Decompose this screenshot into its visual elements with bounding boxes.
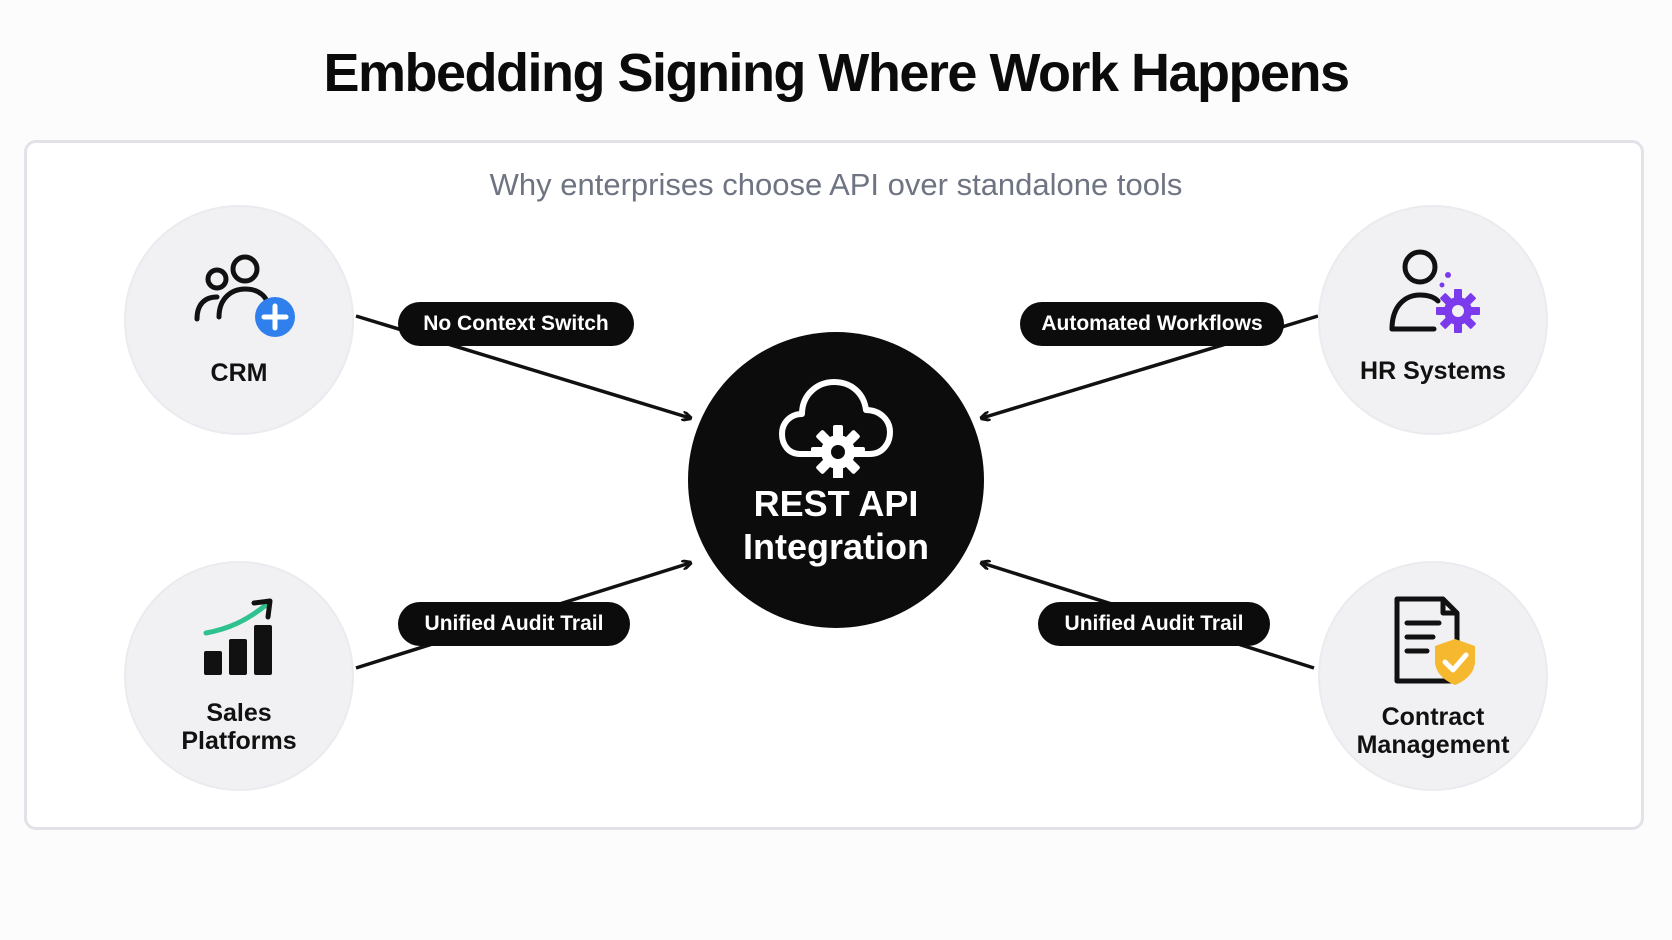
contract-management-label-line1: Contract: [1381, 703, 1485, 731]
hr-systems-node[interactable]: HR Systems: [1320, 207, 1546, 433]
hub-label: REST API Integration: [688, 482, 984, 568]
user-gear-icon: [1389, 249, 1480, 333]
connector-label-hr: Automated Workflows: [1020, 302, 1284, 346]
contract-management-node[interactable]: Contract Management: [1320, 563, 1546, 789]
cloud-gear-icon: [779, 379, 893, 478]
diagram-subtitle: Why enterprises choose API over standalo…: [489, 167, 1183, 202]
connector-label-sales: Unified Audit Trail: [398, 602, 630, 646]
connector-label-crm: No Context Switch: [398, 302, 634, 346]
contract-management-label-line2: Management: [1356, 731, 1510, 759]
crm-node[interactable]: CRM: [126, 207, 352, 433]
connector-label-contract: Unified Audit Trail: [1038, 602, 1270, 646]
sales-platforms-label-line2: Platforms: [181, 727, 297, 755]
bar-chart-growth-icon: [203, 598, 273, 675]
document-shield-icon: [1394, 596, 1475, 685]
users-plus-icon: [194, 254, 295, 337]
rest-api-hub[interactable]: REST API Integration: [688, 332, 984, 628]
hub-label-line2: Integration: [743, 526, 929, 567]
page-title: Embedding Signing Where Work Happens: [323, 43, 1350, 103]
sales-platforms-label-line1: Sales: [206, 699, 272, 727]
hr-systems-label: HR Systems: [1360, 357, 1506, 385]
sales-platforms-node[interactable]: Sales Platforms: [126, 563, 352, 789]
hub-label-line1: REST API: [753, 483, 919, 524]
crm-label: CRM: [210, 359, 268, 387]
